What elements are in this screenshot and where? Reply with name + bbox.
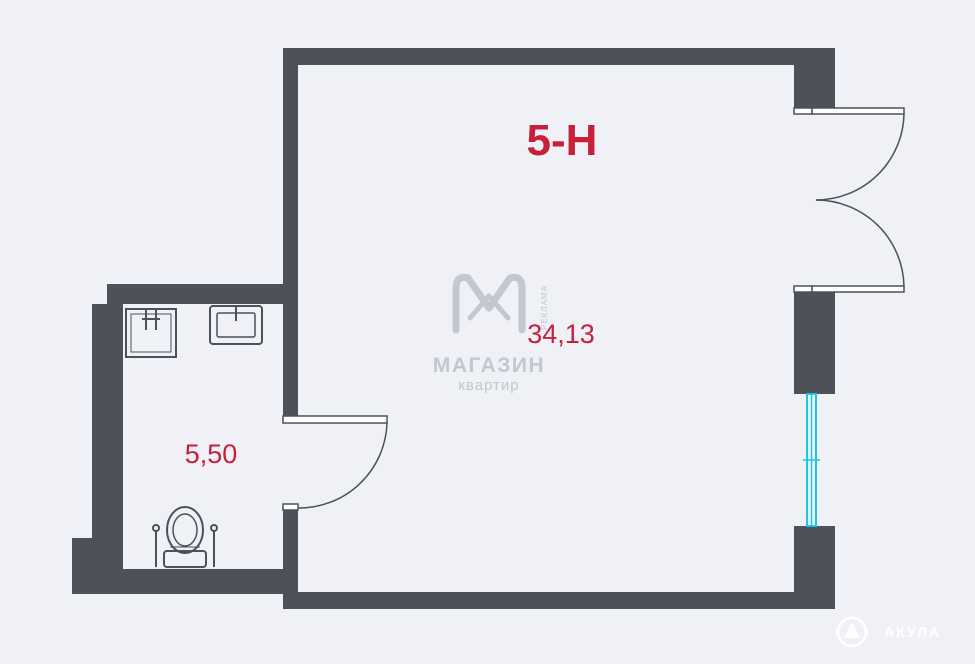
corner-logo-text: АКУЛА: [884, 624, 941, 640]
unit-label: 5-Н: [527, 116, 598, 165]
entrance-door-arc-top: [815, 113, 905, 201]
window: [803, 393, 820, 527]
shower-tray: [125, 308, 177, 358]
watermark-side-text: РЕКЛАМА: [540, 285, 549, 330]
entrance-door-leaf-top: [811, 107, 905, 115]
toilet: [152, 506, 218, 568]
wall-bottom: [283, 592, 835, 609]
entrance-door-arc-bottom: [815, 199, 905, 287]
bathroom-door: [282, 415, 388, 511]
wall-top: [283, 48, 835, 65]
entrance-door-frame-bottom: [793, 285, 813, 293]
bathroom-door-swing-arc: [297, 422, 388, 509]
shark-logo-icon: [836, 616, 868, 648]
bathroom-door-stop: [282, 503, 299, 511]
wall-right-top: [794, 48, 835, 108]
entrance-double-door: [793, 107, 905, 293]
washbasin: [209, 305, 263, 345]
entrance-door-leaf-bottom: [811, 285, 905, 293]
walls: [72, 48, 835, 609]
bathroom-area: 5,50: [185, 439, 238, 469]
main-room-area: 34,13: [527, 319, 595, 349]
wall-right-bottom: [794, 526, 835, 609]
watermark-line2: квартир: [458, 377, 519, 394]
corner-logo: АКУЛА: [836, 616, 941, 648]
watermark-line1: МАГАЗИН: [433, 354, 545, 377]
wall-left-upper: [283, 48, 298, 416]
entrance-door-frame-top: [793, 107, 813, 115]
bathroom-wall-step: [72, 538, 123, 594]
wall-right-pier: [794, 292, 835, 394]
bathroom-wall-left-cap: [92, 304, 107, 316]
watermark-logo-icon: [452, 274, 526, 334]
bathroom-wall-top: [107, 284, 298, 304]
watermark: РЕКЛАМА МАГАЗИН квартир: [433, 274, 549, 394]
bathroom-door-leaf: [282, 415, 388, 424]
